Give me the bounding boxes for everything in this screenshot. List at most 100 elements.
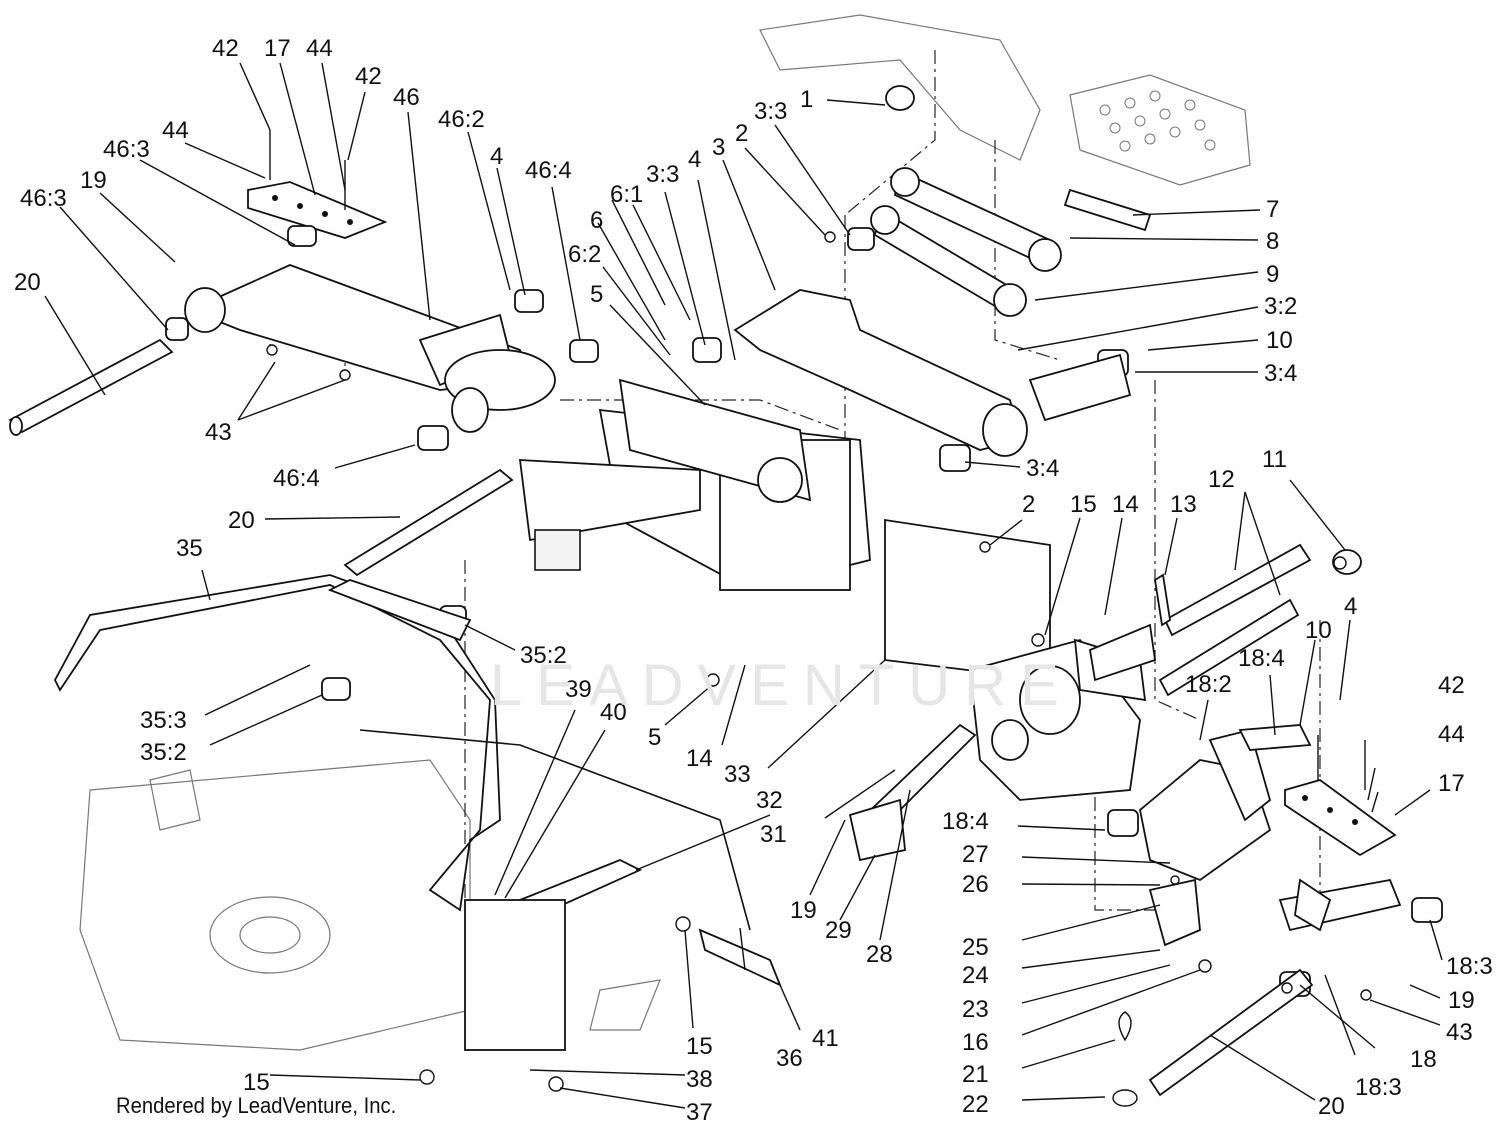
- callout: 5: [648, 724, 661, 751]
- callout: 17: [264, 35, 291, 62]
- bumper-bracket: [848, 723, 1201, 947]
- callout: 38: [686, 1066, 713, 1093]
- callout: 46:4: [525, 157, 572, 184]
- callout: 22: [962, 1091, 989, 1118]
- callout: 44: [162, 117, 189, 144]
- callout: 35:3: [140, 707, 187, 734]
- callout: 18: [1410, 1046, 1437, 1073]
- callout: 19: [80, 167, 107, 194]
- callout: 1: [800, 86, 813, 113]
- callout: 17: [1438, 770, 1465, 797]
- callout: 3: [712, 134, 725, 161]
- callout: 18:3: [1355, 1074, 1402, 1101]
- ghost-deck-bottom: [79, 759, 661, 1051]
- control-lever: [53, 574, 501, 912]
- callout: 2: [1022, 491, 1035, 518]
- callout: 8: [1266, 228, 1279, 255]
- callout: 35: [176, 535, 203, 562]
- callout: 43: [205, 419, 232, 446]
- callout: 5: [590, 281, 603, 308]
- callout: 23: [962, 996, 989, 1023]
- callout: 16: [962, 1029, 989, 1056]
- callout: 46:4: [273, 465, 320, 492]
- callout: 4: [490, 143, 503, 170]
- callout: 18:4: [942, 808, 989, 835]
- tubes-right: [1088, 543, 1362, 697]
- callout: 11: [1262, 446, 1287, 473]
- callout: 29: [825, 917, 852, 944]
- callout: 18:2: [1185, 671, 1232, 698]
- render-credit: Rendered by LeadVenture, Inc.: [116, 1093, 397, 1118]
- callout: 31: [760, 821, 787, 848]
- callout: 32: [756, 787, 783, 814]
- watermark-text: LEADVENTURE: [490, 653, 1073, 718]
- callout: 10: [1305, 617, 1332, 644]
- callout: 20: [14, 269, 41, 296]
- mount-plate-right: [1284, 779, 1397, 857]
- callout: 15: [686, 1033, 713, 1060]
- callout: 39: [565, 676, 592, 703]
- callout: 37: [686, 1099, 713, 1126]
- callout: 6:2: [568, 241, 601, 268]
- leader-lines: [44, 62, 1443, 1109]
- callout: 25: [962, 934, 989, 961]
- callout: 35:2: [520, 642, 567, 669]
- pivot-arm-right: [1139, 724, 1402, 1097]
- callout-numbers: 1 7 8 9 3:2 10 3:4 3:4 11 12 13 14 15 2 …: [14, 35, 1493, 1126]
- callout: 44: [306, 35, 333, 62]
- callout: 15: [243, 1069, 270, 1096]
- callout: 14: [686, 745, 713, 772]
- bracket-plate: [464, 859, 643, 1051]
- callout: 27: [962, 841, 989, 868]
- callout: 7: [1266, 196, 1279, 223]
- callout: 18:3: [1446, 953, 1493, 980]
- lift-arm-center: [733, 289, 1132, 457]
- callout: 18:4: [1238, 645, 1285, 672]
- callout: 3:2: [1264, 293, 1297, 320]
- ghost-frame-top: [759, 14, 1251, 186]
- callout: 46:2: [438, 106, 485, 133]
- callout: 21: [962, 1061, 989, 1088]
- hardware: [266, 130, 1372, 1107]
- callout: 36: [776, 1045, 803, 1072]
- callout: 6:1: [610, 181, 643, 208]
- callout: 2: [735, 120, 748, 147]
- callout: 44: [1438, 721, 1465, 748]
- callout: 4: [688, 146, 701, 173]
- callout: 19: [1448, 987, 1475, 1014]
- callout: 3:3: [754, 98, 787, 125]
- callout: 3:4: [1026, 455, 1059, 482]
- callout: 33: [724, 761, 751, 788]
- callout: 12: [1208, 466, 1235, 493]
- pivot-tube-center: [343, 468, 514, 577]
- main-frame: [518, 378, 1051, 682]
- callout: 14: [1112, 491, 1139, 518]
- callout: 19: [790, 897, 817, 924]
- callout: 20: [1318, 1093, 1345, 1120]
- callout: 3:4: [1264, 360, 1297, 387]
- callout: 41: [812, 1025, 839, 1052]
- callout: 42: [355, 63, 382, 90]
- mount-plate-left: [247, 181, 388, 239]
- pivot-arm-left: [184, 264, 556, 433]
- pivot-tube-left: [8, 338, 174, 436]
- callout: 42: [1438, 672, 1465, 699]
- callout: 46:3: [20, 185, 67, 212]
- linkage-rod: [359, 729, 782, 987]
- callout: 6: [590, 207, 603, 234]
- callout: 9: [1266, 261, 1279, 288]
- callout: 15: [1070, 491, 1097, 518]
- callout: 43: [1446, 1019, 1473, 1046]
- callout: 28: [866, 941, 893, 968]
- callout: 46:3: [103, 136, 150, 163]
- callout: 13: [1170, 491, 1197, 518]
- callout: 10: [1266, 327, 1293, 354]
- hydraulic-cylinders: [870, 85, 1152, 317]
- callout: 4: [1344, 593, 1357, 620]
- callout: 40: [600, 699, 627, 726]
- callout: 24: [962, 962, 989, 989]
- callout: 20: [228, 507, 255, 534]
- callout: 35:2: [140, 739, 187, 766]
- callout: 46: [393, 84, 420, 111]
